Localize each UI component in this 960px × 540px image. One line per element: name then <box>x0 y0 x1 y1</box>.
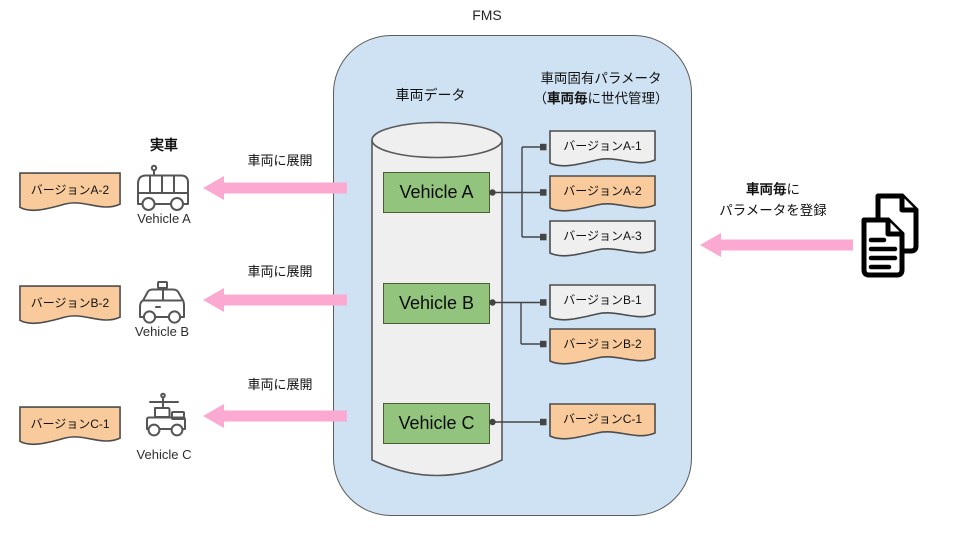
register-label-rest: に <box>786 182 801 197</box>
deploy-arrow-c <box>203 404 347 428</box>
params-heading-bold: 車両毎 <box>547 90 588 106</box>
robot-vehicle-icon <box>146 392 186 437</box>
version-doc-label: バージョンA-2 <box>563 184 642 198</box>
documents-icon <box>861 193 919 278</box>
vehicle-a-box: Vehicle A <box>383 172 490 213</box>
version-doc-c1: バージョンC-1 <box>549 403 656 445</box>
vehicle-b-caption: Vehicle B <box>134 324 190 339</box>
params-heading-paren: （ <box>533 90 548 106</box>
deployed-doc-label: バージョンA-2 <box>30 182 110 197</box>
params-heading-rest: に世代管理） <box>587 90 669 106</box>
register-label-line2: パラメータを登録 <box>719 202 827 218</box>
vehicle-params-heading: 車両固有パラメータ （車両毎に世代管理） <box>518 69 684 108</box>
deploy-label-a: 車両に展開 <box>247 153 313 168</box>
version-doc-label: バージョンC-1 <box>562 412 643 426</box>
version-doc-b1: バージョンB-1 <box>549 284 656 326</box>
version-doc-a3: バージョンA-3 <box>549 220 656 262</box>
version-doc-label: バージョンA-1 <box>563 139 642 153</box>
deployed-doc-c1: バージョンC-1 <box>19 406 121 451</box>
params-heading-line1: 車両固有パラメータ <box>540 71 662 86</box>
bus-icon <box>137 164 189 211</box>
vehicle-c-caption: Vehicle C <box>136 447 192 462</box>
version-doc-label: バージョンB-2 <box>563 337 642 351</box>
deploy-arrow-a <box>203 176 347 200</box>
deploy-label-b: 車両に展開 <box>247 264 313 279</box>
version-doc-b2: バージョンB-2 <box>549 328 656 370</box>
deployed-doc-label: バージョンB-2 <box>30 295 110 310</box>
version-doc-a2: バージョンA-2 <box>549 175 656 217</box>
deploy-label-c: 車両に展開 <box>247 377 313 392</box>
fms-title: FMS <box>472 7 502 23</box>
version-doc-a1: バージョンA-1 <box>549 130 656 172</box>
real-vehicles-heading: 実車 <box>150 137 178 153</box>
vehicle-c-box: Vehicle C <box>383 403 490 444</box>
taxi-icon <box>139 281 185 324</box>
deploy-arrow-b <box>203 288 347 312</box>
register-arrow <box>700 233 853 257</box>
vehicle-data-label: 車両データ <box>395 87 466 103</box>
deployed-doc-a2: バージョンA-2 <box>19 172 121 217</box>
vehicle-b-box: Vehicle B <box>383 283 490 324</box>
deployed-doc-b2: バージョンB-2 <box>19 285 121 330</box>
deployed-doc-label: バージョンC-1 <box>30 416 110 431</box>
register-label-bold: 車両毎 <box>746 182 787 197</box>
version-doc-label: バージョンA-3 <box>563 229 642 243</box>
register-params-label: 車両毎に パラメータを登録 <box>690 180 856 222</box>
version-doc-label: バージョンB-1 <box>563 293 642 307</box>
vehicle-a-caption: Vehicle A <box>137 211 191 226</box>
